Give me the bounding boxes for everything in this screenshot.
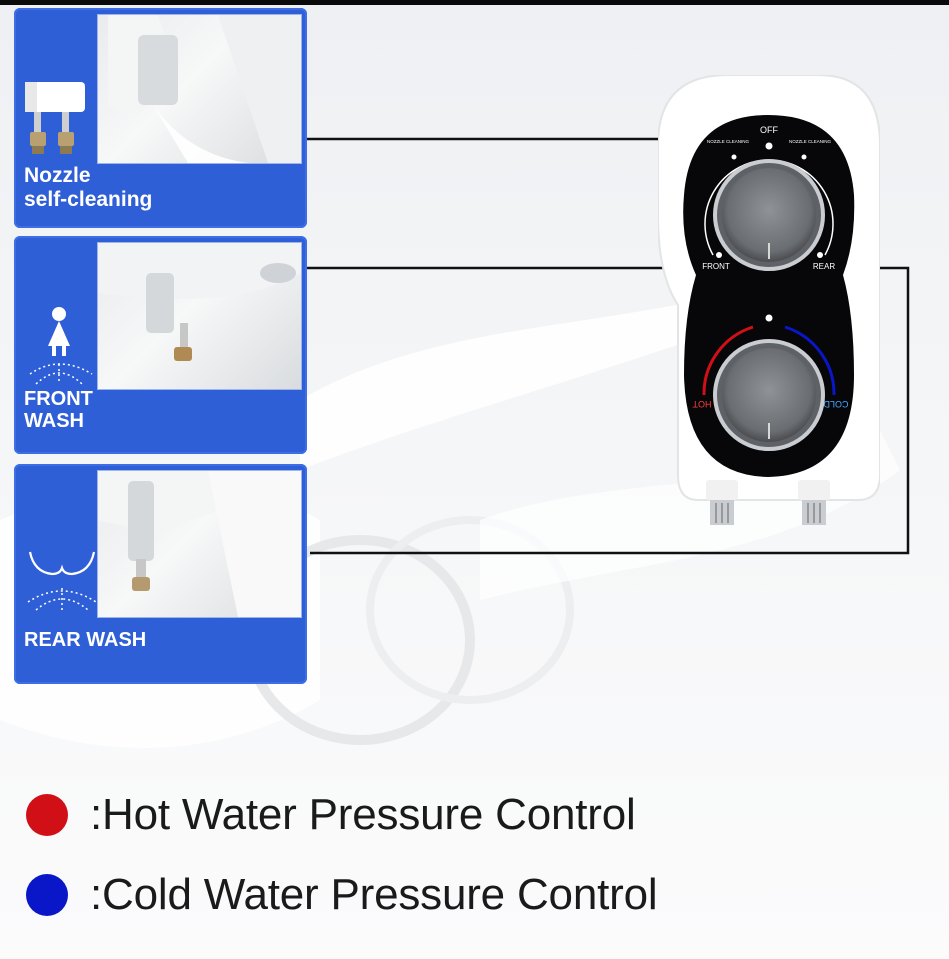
legend-hot: :Hot Water Pressure Control [26,790,636,840]
hot-color-dot [26,794,68,836]
panel-label: FRONT WASH [24,388,93,432]
nozzle-cleaning-photo [97,14,302,164]
dial-off-label: OFF [760,125,778,135]
label-line-1: Nozzle [24,164,91,187]
panel-label: Nozzle self-cleaning [24,164,152,212]
dial-nozzle-right-label: NOZZLE CLEANING [789,139,832,144]
top-border [0,0,949,5]
rear-wash-photo [97,470,302,618]
hot-label: HOT [692,399,712,409]
panel-label: REAR WASH [24,628,146,652]
female-icon [26,304,106,395]
dial-nozzle-left-label: NOZZLE CLEANING [707,139,750,144]
legend-cold-text: :Cold Water Pressure Control [90,870,658,919]
label-line-2: WASH [24,410,84,432]
dial-front-label: FRONT [702,262,730,271]
bidet-control-device: OFF NOZZLE CLEANING NOZZLE CLEANING FRON… [658,75,880,525]
hot-water-connector [706,480,738,525]
rear-wash-panel: REAR WASH [14,464,307,684]
front-wash-panel: FRONT WASH [14,236,307,454]
cold-water-connector [798,480,830,525]
nozzle-self-cleaning-panel: Nozzle self-cleaning [14,8,307,228]
mode-dial-knob[interactable] [713,159,825,271]
legend-hot-text: :Hot Water Pressure Control [90,790,636,839]
label-line-1: REAR WASH [24,629,147,651]
cold-label: COLD [823,399,849,409]
front-wash-photo [97,242,302,390]
label-line-1: FRONT [24,388,93,410]
dial-rear-label: REAR [813,262,835,271]
pressure-dial-knob[interactable] [713,339,825,451]
legend-cold: :Cold Water Pressure Control [26,870,658,920]
cold-color-dot [26,874,68,916]
label-line-2: self-cleaning [24,188,153,211]
rear-icon [24,544,104,619]
nozzle-icon [22,80,88,165]
